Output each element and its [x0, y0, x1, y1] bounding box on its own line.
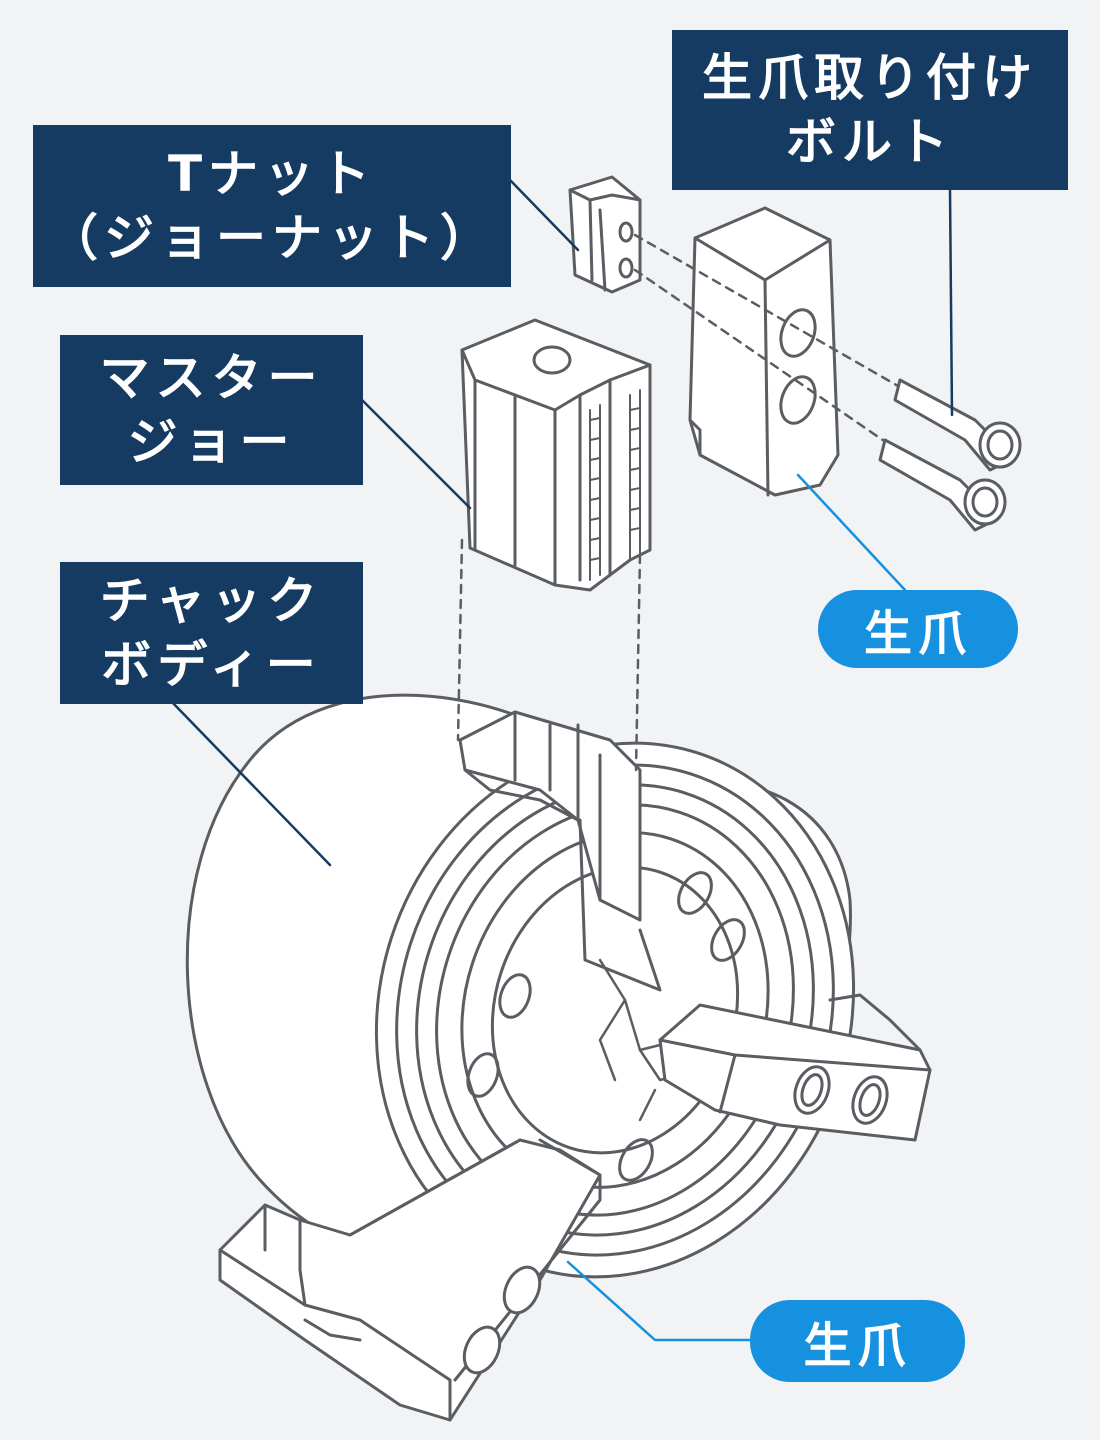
chuck-body-leader [168, 698, 332, 867]
t-nut [568, 175, 642, 294]
t-nut-label: Tナット （ジョーナット） [33, 125, 511, 287]
master-jaw-guides [456, 538, 642, 772]
bolt-leader [948, 188, 954, 417]
jaw-slot [458, 710, 642, 922]
chuck-body-label: チャック ボディー [60, 562, 363, 704]
master-jaw-label: マスター ジョー [60, 335, 363, 485]
t-nut-guides [633, 233, 907, 447]
mounting-bolts [878, 378, 1022, 532]
soft-jaw-bottom-leader [566, 1260, 754, 1342]
soft-jaw-bottom-label: 生爪 [750, 1300, 965, 1382]
t-nut-leader [508, 178, 580, 252]
master-jaw-leader [360, 398, 472, 510]
soft-jaw [688, 206, 840, 497]
right-jaw [658, 993, 932, 1142]
bottom-jaw [218, 1138, 602, 1422]
soft-jaw-top-leader [796, 473, 907, 592]
chuck-body [185, 693, 856, 1279]
master-jaw [460, 318, 652, 592]
soft-jaw-top-label: 生爪 [818, 590, 1018, 668]
bolt-label: 生爪取り付け ボルト [672, 30, 1068, 190]
